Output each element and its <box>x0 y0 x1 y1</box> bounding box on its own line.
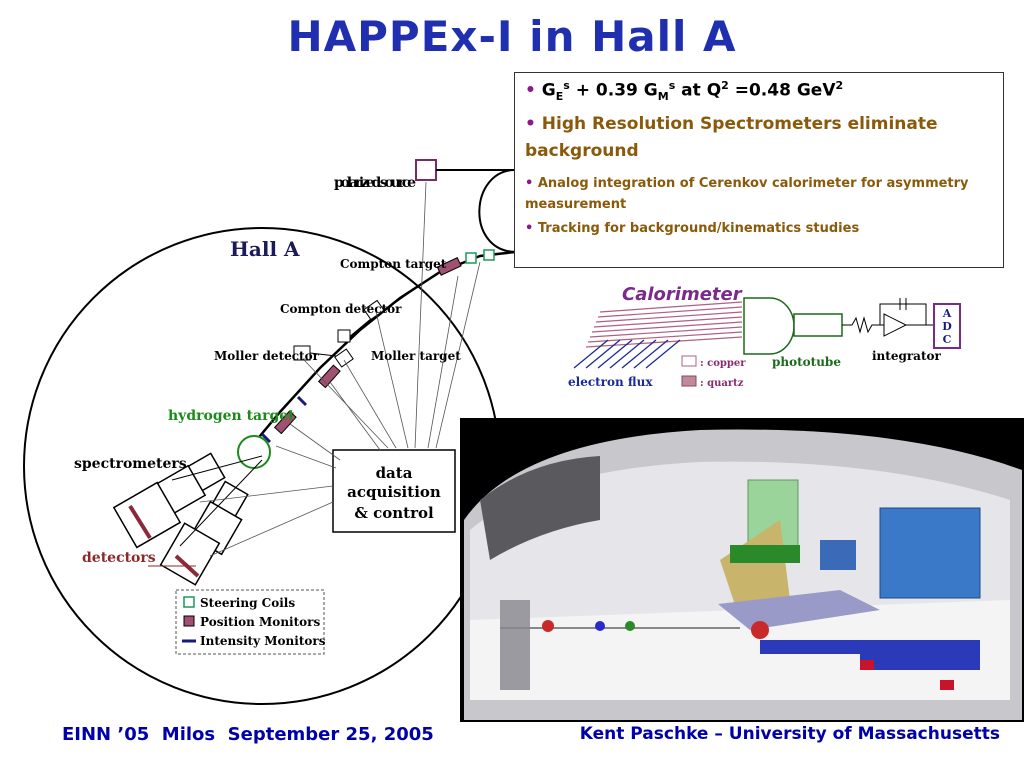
adc-letter: C <box>943 333 952 346</box>
gev-text: =0.48 GeV <box>728 80 836 101</box>
summary-bullets: • GEs + 0.39 GMs at Q2 =0.48 GeV2 • High… <box>514 72 1004 268</box>
quartz-swatch <box>681 375 697 387</box>
adc-letter: D <box>942 320 952 333</box>
q-sup: 2 <box>721 79 729 92</box>
bullet-cerenkov-text: Analog integration of Cerenkov calorimet… <box>525 176 969 213</box>
compton-detector-box <box>337 329 351 343</box>
ge-sup: s <box>563 79 570 92</box>
detector-bar <box>128 504 152 540</box>
spectrometers-group <box>112 452 249 586</box>
steering-coil <box>483 249 495 261</box>
gm-sup: s <box>668 79 676 92</box>
spectrometers-label: spectrometers <box>74 456 187 472</box>
compton-detector-label: Compton detector <box>280 302 402 316</box>
hydrogen-target-circle <box>237 435 271 469</box>
electron-flux-label: electron flux <box>568 375 653 389</box>
legend-item: Intensity Monitors <box>200 634 326 648</box>
position-monitor <box>436 257 462 276</box>
ge-text: G <box>541 80 556 101</box>
phototube-label: phototube <box>772 355 841 369</box>
position-monitor <box>273 410 297 435</box>
bullet-form-factor: • GEs + 0.39 GMs at Q2 =0.48 GeV2 <box>525 79 844 104</box>
bullet-tracking-text: Tracking for background/kinematics studi… <box>537 221 860 237</box>
detectors-label: detectors <box>82 550 156 566</box>
gm-sub: M <box>657 90 669 104</box>
position-monitor-icon <box>183 615 195 627</box>
footer-author: Kent Paschke – University of Massachuset… <box>579 724 1000 744</box>
daq-box <box>332 449 456 533</box>
beam-loop <box>478 169 516 253</box>
steering-coil <box>465 252 477 264</box>
legend-item: Position Monitors <box>200 615 320 629</box>
bullet-cerenkov: • Analog integration of Cerenkov calorim… <box>525 176 969 213</box>
polarized-label: polarized source <box>334 175 416 191</box>
bullet-hrs: • High Resolution Spectrometers eliminat… <box>525 114 938 162</box>
gev-sup: 2 <box>835 79 844 92</box>
moller-target-label: Moller target <box>371 349 461 363</box>
compton-target-label: Compton target <box>340 257 447 271</box>
phototube-shape <box>743 297 795 355</box>
quartz-label: : quartz <box>700 378 744 389</box>
bullet-tracking: • Tracking for background/kinematics stu… <box>525 221 860 237</box>
integrator-label: integrator <box>872 349 941 363</box>
q-text: at Q <box>675 80 722 101</box>
copper-label: : copper <box>700 358 746 369</box>
hall-a-3d-render <box>460 418 1024 722</box>
right-spectrometer <box>879 507 981 599</box>
slide-title: HAPPEx-I in Hall A <box>287 12 737 61</box>
steering-coil-icon <box>183 596 195 608</box>
gm-text: + 0.39 G <box>569 80 658 101</box>
diagram-legend <box>175 589 325 655</box>
bullet-hrs-text: High Resolution Spectrometers eliminate … <box>525 114 938 162</box>
intensity-monitor <box>296 395 308 407</box>
polarized-source-box <box>415 159 437 181</box>
adc-letter: A <box>942 307 952 320</box>
calorimeter-title: Calorimeter <box>622 284 743 305</box>
footer-conference: EINN ’05 Milos September 25, 2005 <box>62 724 434 745</box>
calorimeter-schematic: Calorimeter electron flux phototube <box>568 284 961 389</box>
hall-a-label: Hall A <box>230 237 300 261</box>
daq-label-1: data <box>376 464 413 482</box>
moller-detector-label: Moller detector <box>214 349 320 363</box>
adc-box <box>933 303 961 349</box>
intensity-monitor <box>260 432 272 444</box>
ge-sub: E <box>555 90 564 104</box>
hydrogen-target-label: hydrogen target <box>168 408 295 424</box>
legend-item: Steering Coils <box>200 596 295 610</box>
moller-target-box <box>334 348 354 368</box>
daq-label-3: & control <box>354 504 434 522</box>
position-monitor <box>317 364 341 389</box>
copper-swatch <box>681 355 697 367</box>
daq-label-2: acquisition <box>347 483 441 501</box>
